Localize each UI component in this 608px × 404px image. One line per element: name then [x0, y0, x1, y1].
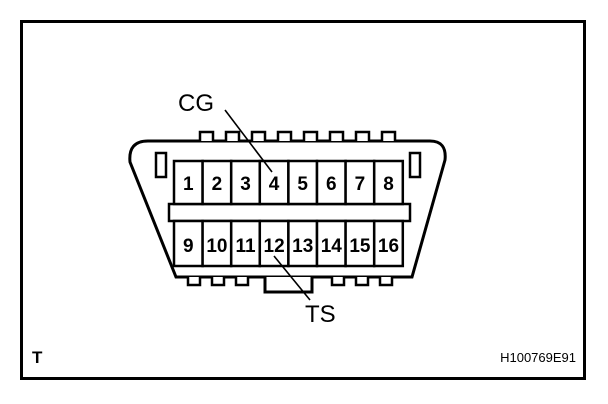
bottom-tooth: [378, 277, 394, 287]
connector-bottom-teeth: [186, 277, 394, 287]
pin-cell-2: [201, 159, 233, 206]
pin-label-7: 7: [355, 174, 366, 195]
pin-label-9: 9: [183, 236, 194, 257]
bottom-tooth: [210, 277, 226, 287]
pin-cell-10: [201, 219, 233, 268]
pin-cell-8: [372, 159, 405, 206]
top-tooth: [354, 130, 371, 141]
pin-label-11: 11: [235, 236, 256, 257]
right-alignment-slot: [408, 151, 422, 179]
pin-cell-14: [315, 219, 347, 268]
pin-cell-7: [344, 159, 376, 206]
cg-callout-label: CG: [178, 90, 214, 117]
pin-label-8: 8: [383, 174, 394, 195]
pin-label-14: 14: [321, 236, 343, 257]
pin-label-10: 10: [206, 236, 227, 257]
center-divider-bar: [167, 202, 412, 223]
pin-cell-15: [344, 219, 376, 268]
pin-cell-5: [287, 159, 319, 206]
cg-leader-line: [224, 109, 273, 173]
pin-label-3: 3: [240, 174, 251, 195]
top-tooth: [302, 130, 319, 141]
pin-label-6: 6: [326, 174, 337, 195]
pin-label-12: 12: [264, 236, 285, 257]
left-alignment-slot: [154, 151, 168, 179]
pin-label-2: 2: [212, 174, 223, 195]
ts-leader-line: [273, 255, 311, 301]
ts-callout-label: TS: [305, 301, 336, 328]
connector-top-teeth: [198, 130, 397, 141]
top-tooth: [224, 130, 241, 141]
pin-cell-12: [258, 219, 290, 268]
bottom-tooth: [234, 277, 250, 287]
corner-label: T: [32, 348, 43, 367]
pin-label-4: 4: [269, 174, 280, 195]
figure-frame: [20, 20, 586, 380]
connector-bottom-tab: [263, 277, 314, 294]
bottom-tooth: [330, 277, 346, 287]
top-tooth: [198, 130, 215, 141]
bottom-pin-row: 9 10 11 12 13 14 15 16: [172, 219, 405, 268]
pin-label-15: 15: [349, 236, 371, 257]
pin-label-16: 16: [378, 236, 399, 257]
bottom-tooth: [186, 277, 202, 287]
top-tooth: [380, 130, 397, 141]
pin-label-1: 1: [183, 174, 194, 195]
pin-cell-6: [315, 159, 347, 206]
pin-cell-16: [372, 219, 405, 268]
top-tooth: [250, 130, 267, 141]
top-tooth: [276, 130, 293, 141]
pin-cell-13: [287, 219, 319, 268]
pin-cell-4: [258, 159, 290, 206]
pin-cell-9: [172, 219, 204, 268]
bottom-tooth: [354, 277, 370, 287]
top-tooth: [328, 130, 345, 141]
pin-label-5: 5: [297, 174, 308, 195]
pin-label-13: 13: [292, 236, 313, 257]
figure-id: H100769E91: [500, 350, 576, 365]
